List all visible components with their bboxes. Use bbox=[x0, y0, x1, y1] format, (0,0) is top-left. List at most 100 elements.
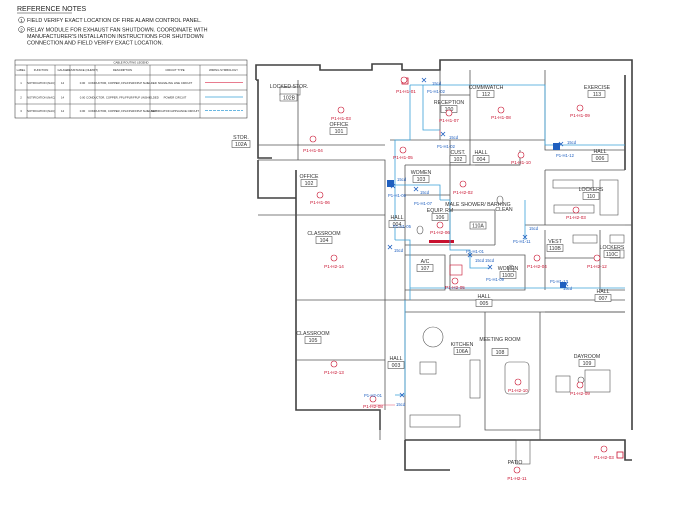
tag-code: P1-H1-09 bbox=[570, 113, 590, 118]
legend-header-label: LABEL bbox=[17, 68, 26, 72]
tag-t3: P1-H1-04 bbox=[303, 135, 323, 153]
tag-t16: P1-H2-12 bbox=[587, 254, 607, 269]
tag-t7: P1-H1-09 bbox=[570, 104, 590, 118]
room-number: 103 bbox=[417, 177, 426, 183]
tag-t15: P1-H2-13 bbox=[324, 360, 344, 375]
room-locked-stor: LOCKED STOR. 102B bbox=[270, 84, 309, 102]
strobe-icon: ✕ bbox=[440, 130, 447, 139]
cable-routes bbox=[394, 84, 625, 396]
room-patio: PATIO bbox=[508, 460, 523, 466]
legend-row-1-resistance: 0.00 bbox=[80, 81, 86, 85]
room-number: 110B bbox=[549, 246, 561, 252]
room-name: WOMEN bbox=[498, 266, 519, 272]
tag-code: P1-H1-10 bbox=[511, 160, 531, 165]
room-name: PATIO bbox=[508, 460, 523, 466]
legend-row-2-resistance: 0.00 bbox=[80, 96, 86, 100]
legend-row-3-description: CONDUCTOR, COPPER, FPL/FPLR/FPLP SHIELDE… bbox=[88, 109, 157, 113]
room-number: 108 bbox=[496, 350, 505, 356]
legend-row-1-label: 1 bbox=[20, 81, 22, 85]
room-number: 110D bbox=[502, 273, 514, 279]
device-rating: 15cd bbox=[475, 258, 485, 263]
room-name: A/C bbox=[421, 259, 430, 265]
tag-t10: P1-H2-02 bbox=[453, 180, 473, 195]
device-rating: 15cd bbox=[449, 135, 459, 140]
note-2-line-2: MANUFACTURER'S INSTALLATION INSTRUCTIONS… bbox=[27, 34, 204, 40]
room-name: LOCKED STOR. bbox=[270, 84, 309, 90]
tag-t11: P1-H2-03 bbox=[566, 206, 586, 220]
room-name: WOMEN bbox=[411, 170, 432, 176]
device-rating: 15cd bbox=[567, 140, 577, 145]
tag-t21: P1-H2-03 bbox=[594, 445, 614, 460]
tag-code: P1-H2-14 bbox=[324, 264, 344, 269]
room-clean: CLEAN bbox=[495, 207, 513, 213]
tag-code: P1-H2-02 bbox=[453, 190, 473, 195]
legend-title: CABLE ROUTING LEGEND bbox=[113, 61, 148, 65]
legend-row-3-function: NOTIFICATION (NAC) bbox=[27, 109, 55, 113]
room-name: CLASSROOM bbox=[307, 231, 340, 237]
strobe-icon: ✕ bbox=[387, 243, 394, 252]
device-code: P1-H1-06 bbox=[388, 193, 407, 198]
room-name: MALE SHOWER/ BARHING bbox=[445, 202, 510, 208]
room-number: 107 bbox=[421, 266, 430, 272]
exhaust-relay-2 bbox=[616, 451, 624, 459]
strobe-icon: ✕ bbox=[390, 182, 397, 191]
room-name: OFFICE bbox=[299, 174, 319, 180]
smoke-detector-tags: P1-H1-01 P1-H1-03 P1-H1-04 P1-H1-05 P1-H… bbox=[303, 76, 614, 481]
reference-notes: REFERENCE NOTES 1 FIELD VERIFY EXACT LOC… bbox=[17, 6, 208, 47]
device-rating: 15cd bbox=[432, 81, 442, 86]
room-name: EXERCISE bbox=[584, 85, 611, 91]
legend-row-1-function: NOTIFICATION (NAC) bbox=[27, 81, 55, 85]
device-rating: 15cd bbox=[396, 402, 406, 407]
note-1-marker bbox=[18, 16, 25, 24]
tag-t9: P1-H1-10 bbox=[511, 151, 531, 165]
room-name: LOCKERS bbox=[579, 187, 604, 193]
room-number: 113 bbox=[593, 92, 601, 98]
tag-t2: P1-H1-03 bbox=[331, 106, 351, 121]
legend-row-1-description: CONDUCTOR, COPPER, FPL/FPLR/FPLP SHIELDE… bbox=[88, 81, 157, 85]
device-rating: 15cd bbox=[485, 258, 495, 263]
device-code: P1-H1-01 bbox=[466, 249, 485, 254]
room-number: 102 bbox=[305, 181, 314, 187]
room-number: 104 bbox=[320, 238, 329, 244]
strobe-icon: ✕ bbox=[421, 76, 428, 85]
legend-row-2-circuit: POWER CIRCUIT bbox=[164, 96, 187, 100]
legend-row-2-description: CONDUCTOR, COPPER, FPL/FPLR/FPLP UNSHIEL… bbox=[86, 96, 159, 100]
tag-code: P1-H2-05 bbox=[445, 285, 465, 290]
room-cust: CUST.102 bbox=[449, 150, 467, 163]
device-code: P1-H2-01 bbox=[364, 393, 383, 398]
tag-code: P1-H2-04 bbox=[527, 264, 547, 269]
room-name: CUST. bbox=[451, 150, 466, 156]
tag-t13: P1-H2-04 bbox=[527, 254, 547, 269]
room-number: 106A bbox=[456, 349, 469, 355]
tag-code: P1-H1-07 bbox=[439, 118, 459, 123]
legend-header-circuit: CIRCUIT TYPE bbox=[165, 68, 184, 72]
signal-routes bbox=[370, 130, 441, 406]
tag-code: P1-H1-03 bbox=[331, 116, 351, 121]
legend-row-3-label: 3 bbox=[20, 109, 22, 113]
tag-t5: P1-H1-07 bbox=[439, 109, 459, 123]
legend-header-function: FUNCTION bbox=[34, 68, 48, 72]
note-1-line-1: FIELD VERIFY EXACT LOCATION OF FIRE ALAR… bbox=[27, 18, 202, 24]
room-number: 102 bbox=[454, 157, 463, 163]
tag-t4: P1-H1-05 bbox=[393, 146, 413, 160]
room-name: LOCKERS bbox=[600, 245, 625, 251]
tag-t8: P1-H1-06 bbox=[310, 191, 330, 205]
tag-code: P1-H2-09 bbox=[570, 391, 590, 396]
device-code: P1-H1-09 bbox=[486, 277, 505, 282]
room-number: 102B bbox=[283, 96, 296, 102]
